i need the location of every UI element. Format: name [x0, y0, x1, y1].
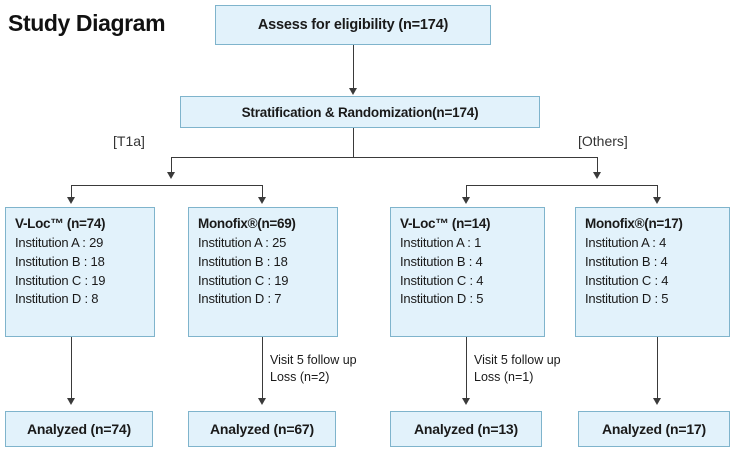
- loss-annotation-group2-line1: Visit 5 follow up: [270, 353, 357, 367]
- group-box-3: V-Loc™ (n=14) Institution A : 1 Institut…: [390, 207, 545, 337]
- group-box-2-head: Monofix®(n=69): [198, 216, 296, 231]
- loss-annotation-group3-line1: Visit 5 follow up: [474, 353, 561, 367]
- group-box-4-institution-a: Institution A : 4: [585, 234, 667, 250]
- group-box-4-institution-c: Institution C : 4: [585, 272, 669, 288]
- loss-annotation-group2: Visit 5 follow up Loss (n=2): [270, 352, 357, 386]
- node-stratification-randomization: Stratification & Randomization(n=174): [180, 96, 540, 128]
- group-box-2-institution-b: Institution B : 18: [198, 253, 288, 269]
- arrowhead-others: [592, 172, 601, 179]
- group-box-3-institution-c: Institution C : 4: [400, 272, 484, 288]
- connector-top-rail: [171, 157, 597, 158]
- group-box-3-institution-b: Institution B : 4: [400, 253, 483, 269]
- group-box-1-institution-b: Institution B : 18: [15, 253, 105, 269]
- connector-eligibility-to-randomization: [353, 45, 354, 89]
- group-box-1-institution-a: Institution A : 29: [15, 234, 104, 250]
- page-title: Study Diagram: [8, 10, 166, 36]
- loss-annotation-group2-line2: Loss (n=2): [270, 369, 330, 384]
- connector-group4-to-analyzed4: [657, 337, 658, 400]
- stratum-label-t1a: [T1a]: [113, 133, 145, 149]
- connector-others-drop: [597, 157, 598, 174]
- analyzed-box-1-label: Analyzed (n=74): [27, 421, 131, 437]
- arrowhead-t1a: [166, 172, 175, 179]
- connector-group2-drop: [262, 185, 263, 199]
- group-box-2-institution-a: Institution A : 25: [198, 234, 287, 250]
- connector-group1-to-analyzed1: [71, 337, 72, 400]
- connector-group3-drop: [466, 185, 467, 199]
- node-assess-eligibility: Assess for eligibility (n=174): [215, 5, 491, 45]
- group-box-4: Monofix®(n=17) Institution A : 4 Institu…: [575, 207, 730, 337]
- connector-group3-to-analyzed3: [466, 337, 467, 400]
- arrowhead-group2: [257, 197, 266, 204]
- connector-t1a-drop: [171, 157, 172, 174]
- group-box-3-institution-a: Institution A : 1: [400, 234, 482, 250]
- group-box-2: Monofix®(n=69) Institution A : 25 Instit…: [188, 207, 338, 337]
- loss-annotation-group3: Visit 5 follow up Loss (n=1): [474, 352, 561, 386]
- stratum-label-others: [Others]: [578, 133, 628, 149]
- arrowhead-group4: [652, 197, 661, 204]
- group-box-4-institution-b: Institution B : 4: [585, 253, 668, 269]
- analyzed-box-2-label: Analyzed (n=67): [210, 421, 314, 437]
- group-box-4-institution-d: Institution D : 5: [585, 291, 669, 307]
- arrowhead-group1: [66, 197, 75, 204]
- group-box-1: V-Loc™ (n=74) Institution A : 29 Institu…: [5, 207, 155, 337]
- arrowhead-analyzed2: [257, 398, 266, 405]
- arrowhead-randomization: [348, 88, 357, 95]
- group-box-3-institution-d: Institution D : 5: [400, 291, 484, 307]
- group-box-1-institution-d: Institution D : 8: [15, 291, 99, 307]
- analyzed-box-3-label: Analyzed (n=13): [414, 421, 518, 437]
- group-box-2-institution-c: Institution C : 19: [198, 272, 289, 288]
- connector-group1-drop: [71, 185, 72, 199]
- group-box-2-institution-d: Institution D : 7: [198, 291, 282, 307]
- analyzed-box-1: Analyzed (n=74): [5, 411, 153, 447]
- connector-group2-to-analyzed2: [262, 337, 263, 400]
- arrowhead-group3: [461, 197, 470, 204]
- node-assess-eligibility-label: Assess for eligibility (n=174): [257, 17, 449, 33]
- analyzed-box-4: Analyzed (n=17): [578, 411, 730, 447]
- analyzed-box-4-label: Analyzed (n=17): [602, 421, 706, 437]
- connector-t1a-rail: [71, 185, 263, 186]
- group-box-1-institution-c: Institution C : 19: [15, 272, 106, 288]
- connector-randomization-stem: [353, 128, 354, 157]
- arrowhead-analyzed4: [652, 398, 661, 405]
- node-stratification-randomization-label: Stratification & Randomization(n=174): [241, 104, 479, 120]
- connector-group4-drop: [657, 185, 658, 199]
- analyzed-box-3: Analyzed (n=13): [390, 411, 542, 447]
- arrowhead-analyzed3: [461, 398, 470, 405]
- arrowhead-analyzed1: [66, 398, 75, 405]
- analyzed-box-2: Analyzed (n=67): [188, 411, 336, 447]
- connector-others-rail: [466, 185, 657, 186]
- group-box-4-head: Monofix®(n=17): [585, 216, 683, 231]
- loss-annotation-group3-line2: Loss (n=1): [474, 369, 534, 384]
- group-box-3-head: V-Loc™ (n=14): [400, 216, 491, 231]
- group-box-1-head: V-Loc™ (n=74): [15, 216, 106, 231]
